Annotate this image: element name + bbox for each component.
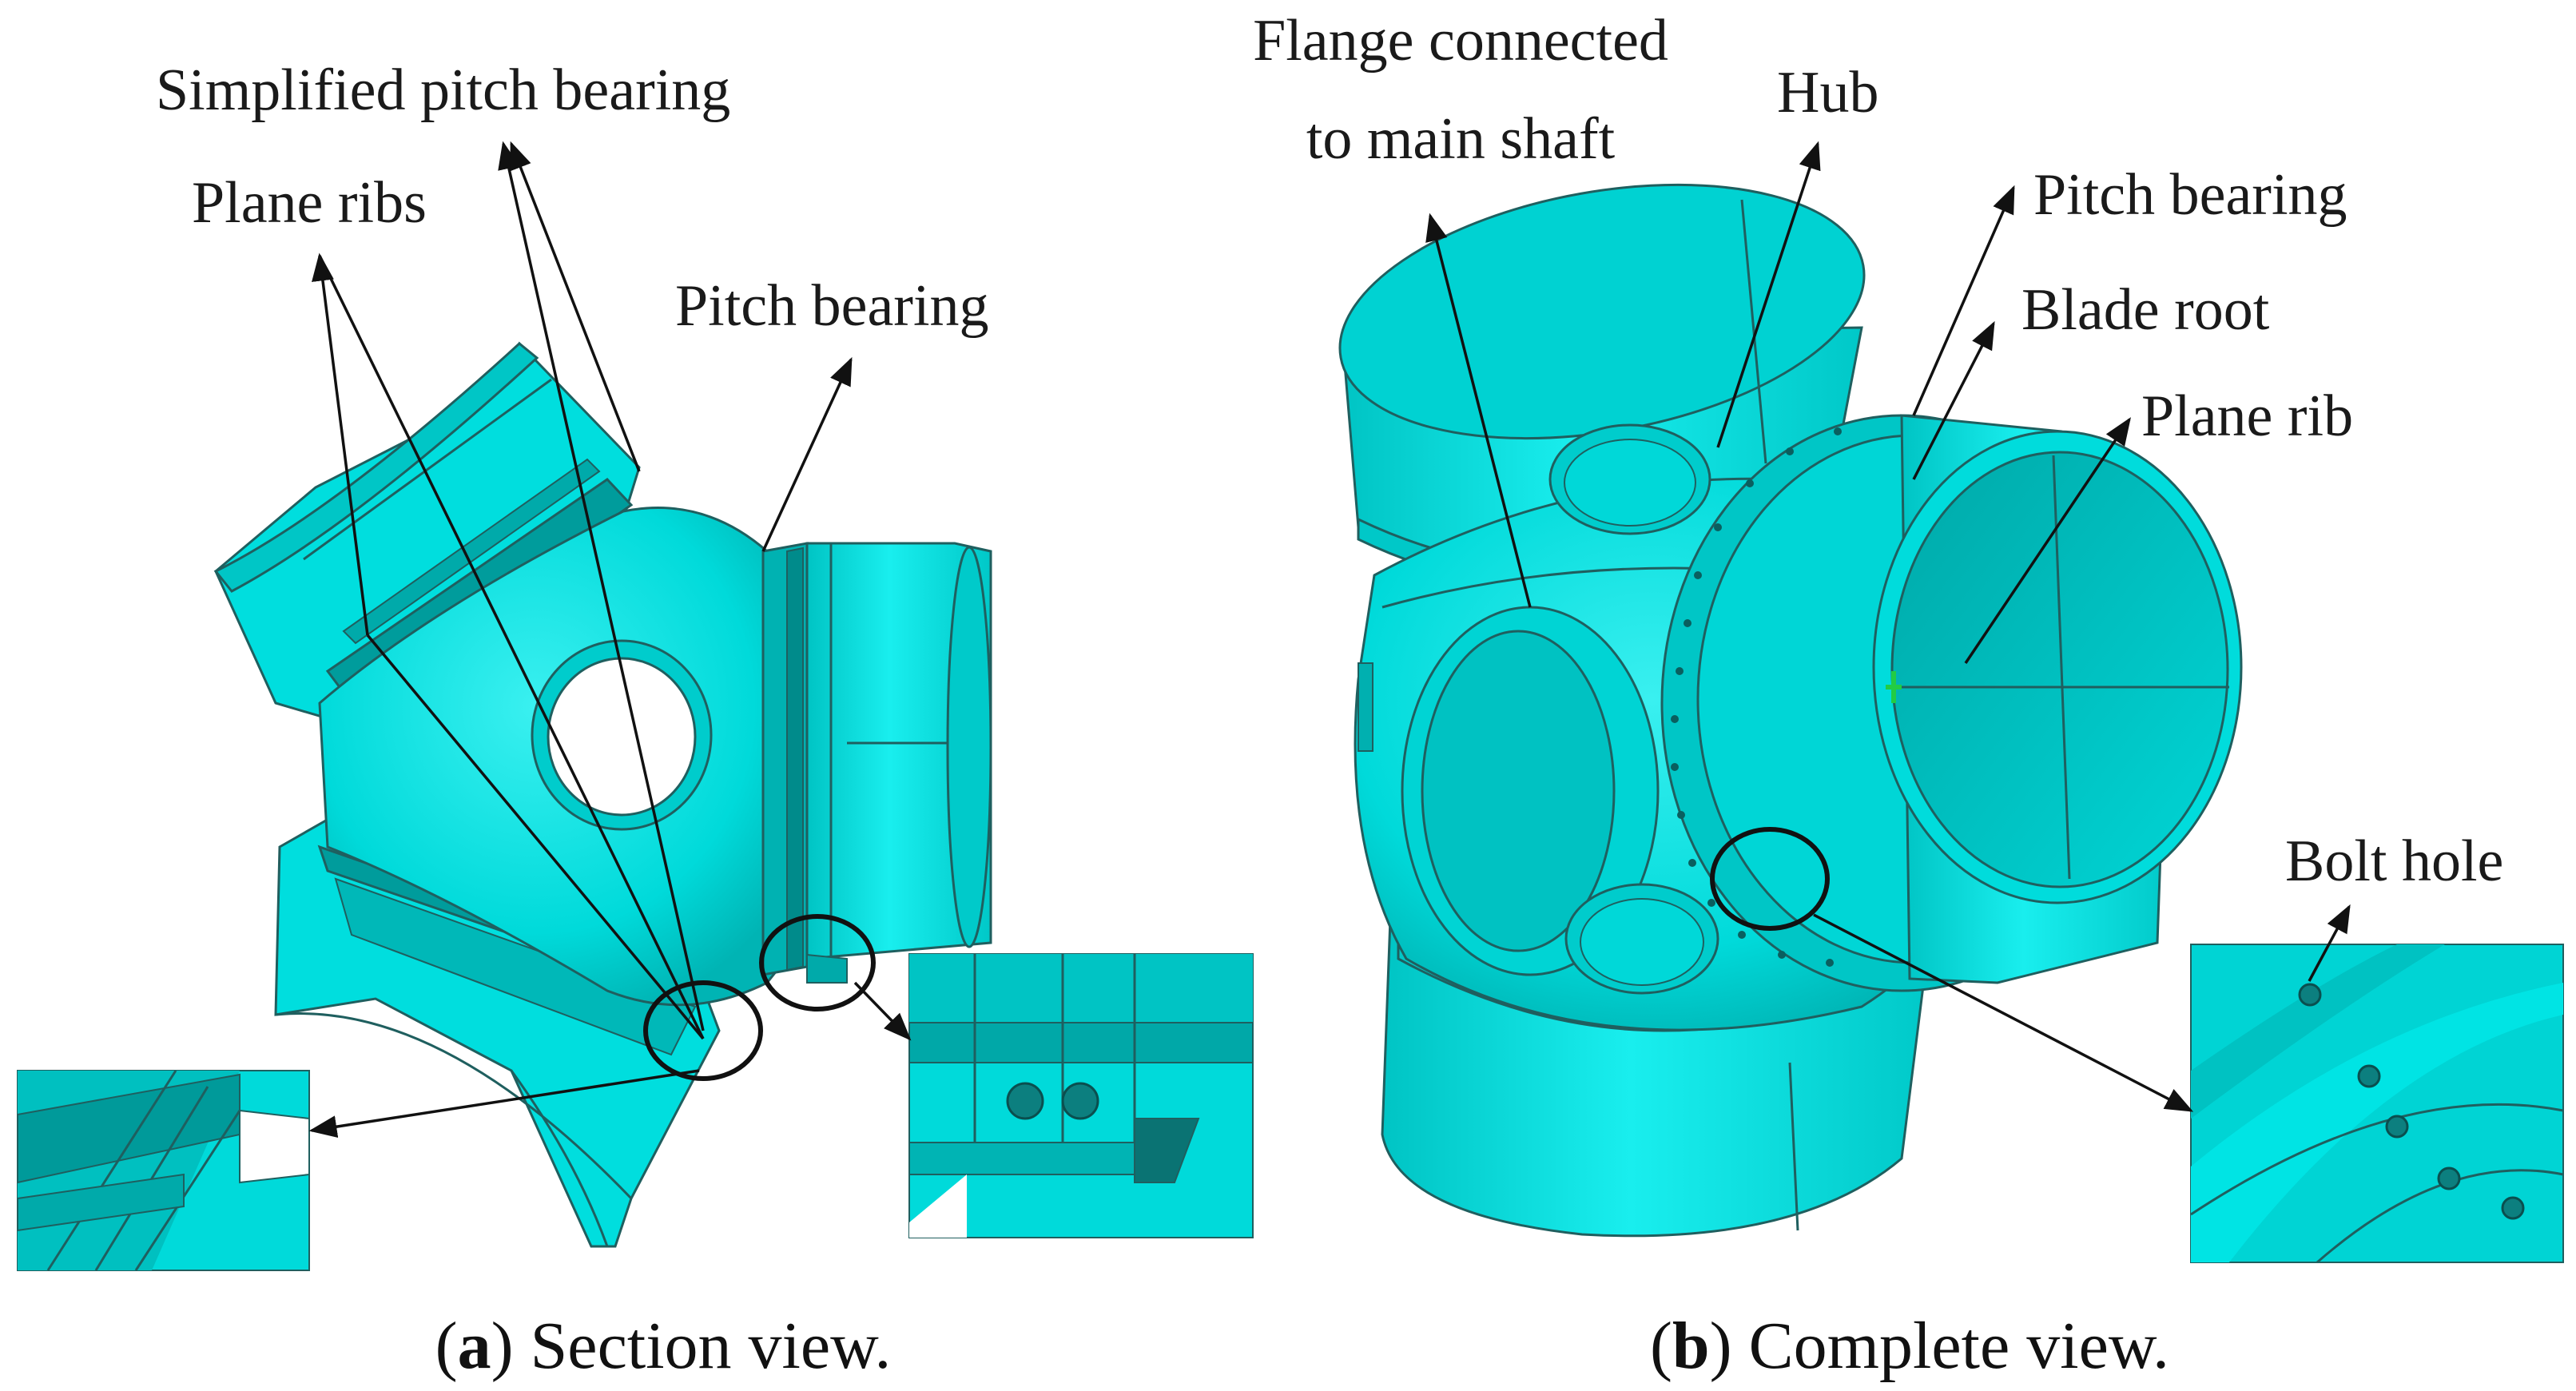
panel-b-leaders: [1425, 141, 2351, 1112]
caption-b: (b) Complete view.: [1650, 1309, 2169, 1383]
complete-detail-circle: [1710, 827, 1830, 931]
section-detail-circle-left: [643, 980, 763, 1081]
section-inset-left: [17, 1070, 310, 1271]
caption-b-text: Complete view.: [1732, 1309, 2169, 1383]
label-plane-rib: Plane rib: [2141, 384, 2353, 449]
caption-a-letter: a: [458, 1309, 491, 1383]
label-flange-line2: to main shaft: [1306, 106, 1616, 172]
bearing-bolt-holes: [1671, 427, 1842, 967]
right-blade-cylinder: [761, 542, 992, 984]
panel-a-section-view: Simplified pitch bearing Plane ribs Pitc…: [17, 58, 1254, 1383]
caption-a-text: Section view.: [514, 1309, 892, 1383]
blade-root-inside: [1890, 451, 2229, 888]
label-simplified-pitch-bearing: Simplified pitch bearing: [156, 58, 730, 123]
caption-a: (a) Section view.: [435, 1309, 892, 1383]
panel-b-complete-view: Flange connected to main shaft Hub Pitch…: [1253, 8, 2564, 1383]
section-inset-right: [908, 953, 1254, 1238]
label-pitch-bearing-b: Pitch bearing: [2033, 162, 2347, 228]
label-blade-root: Blade root: [2021, 277, 2270, 343]
blade-root-assembly: [1660, 414, 2243, 992]
label-plane-ribs: Plane ribs: [192, 170, 427, 236]
complete-inset-bolt-holes: [2190, 944, 2564, 1264]
caption-b-letter: b: [1672, 1309, 1710, 1383]
section-detail-circle-right: [759, 914, 876, 1011]
label-flange-line1: Flange connected: [1253, 8, 1668, 74]
label-bolt-hole: Bolt hole: [2285, 829, 2503, 894]
label-pitch-bearing-a: Pitch bearing: [675, 273, 989, 339]
section-hub-opening: [547, 657, 697, 817]
panel-a-leaders: [308, 141, 912, 1139]
section-hub-body: [318, 507, 801, 1007]
label-hub: Hub: [1777, 60, 1878, 125]
